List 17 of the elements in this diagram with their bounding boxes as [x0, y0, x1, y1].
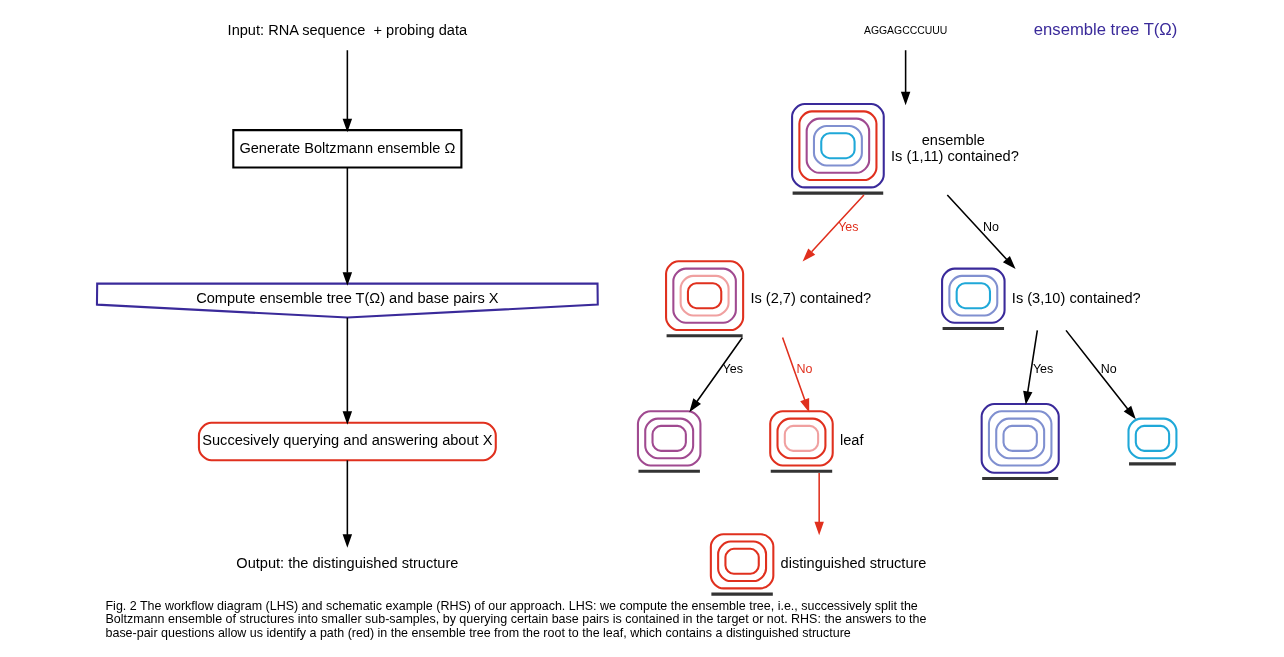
edge-label: No [796, 362, 813, 377]
label: ensemble tree T(Ω) [1033, 20, 1178, 40]
edge-label: Yes [1032, 362, 1054, 377]
edge-label: No [1100, 362, 1117, 377]
node-text: Output: the distinguished structure [236, 555, 459, 572]
node-label: distinguished structure [780, 555, 927, 572]
node-label: leaf [840, 432, 864, 449]
edge-label: No [983, 219, 1000, 234]
node-text: Input: RNA sequence + probing data [227, 21, 468, 38]
edge-label: Yes [838, 219, 859, 234]
node-label: ensemble [921, 131, 985, 148]
node-label: Is (3,10) contained? [1011, 289, 1141, 306]
node-label: Is (2,7) contained? [750, 289, 872, 306]
edge-label: Yes [722, 362, 743, 377]
caption: Fig. 2 The workflow diagram (LHS) and schematic example (RHS) of our approach. LHS: we compute the ensemble tree, i.e., successively split the Boltzmann ensemble of structures into smaller sub-samples, by querying certain base pairs is contained in the target or not. RHS: the answers to the base-pair questions allow us identify a path (red) in the ensemble tree from the root to the leaf, which contains a distinguished structure [105, 598, 927, 640]
node-label: Is (1,11) contained? [891, 147, 1019, 164]
node-text: AGGAGCCCUUU [863, 24, 948, 36]
